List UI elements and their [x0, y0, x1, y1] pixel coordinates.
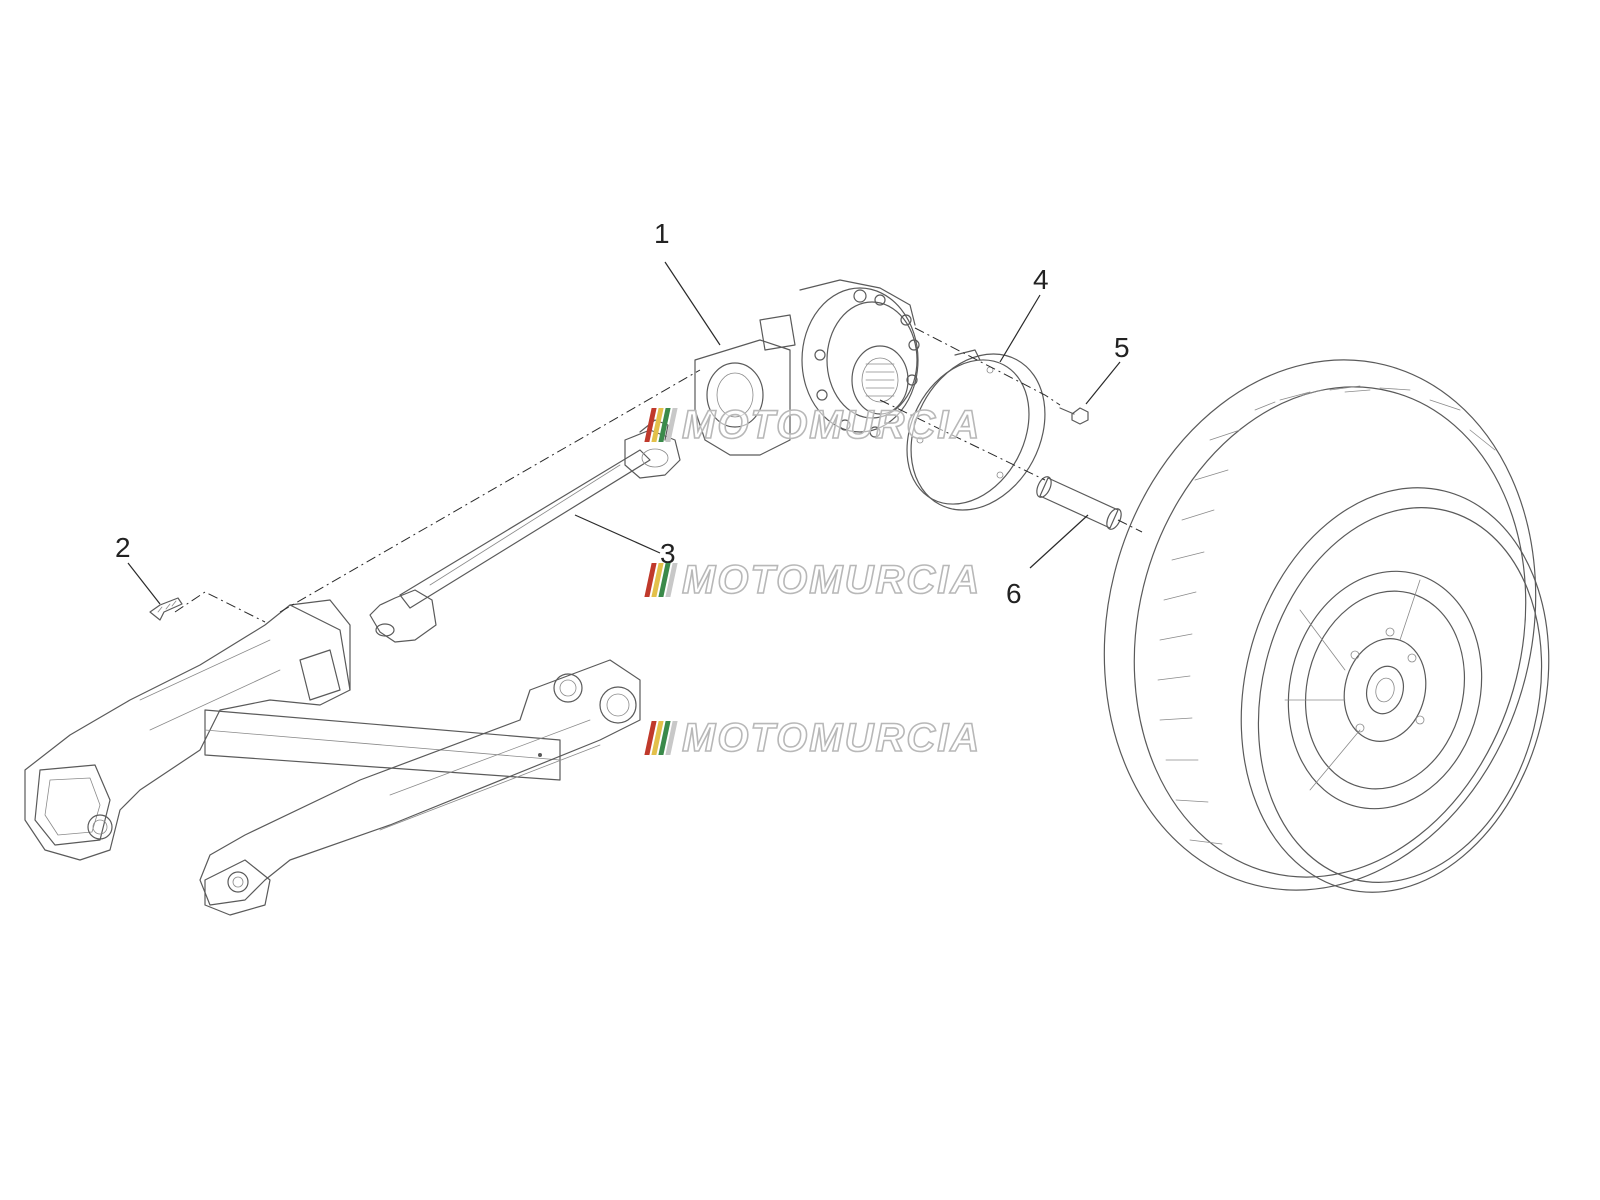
leader-3 [574, 514, 661, 554]
axis-line-spacer [879, 399, 1143, 533]
leader-4 [999, 294, 1041, 363]
cover-ring-part-4 [906, 349, 1046, 511]
final-drive-housing-part-1 [694, 279, 920, 456]
leader-1 [664, 261, 721, 346]
watermark-logo-bottom: MOTOMURCIA [644, 716, 982, 760]
leader-6 [1029, 514, 1089, 569]
spacer-part-6 [1036, 476, 1122, 530]
watermark-flag-icon [644, 721, 678, 755]
axis-line-ring [914, 327, 1061, 406]
watermark-text: MOTOMURCIA [681, 403, 982, 447]
callout-6: 6 [1006, 578, 1022, 609]
axis-line-drive [279, 369, 701, 613]
leader-2 [127, 562, 161, 605]
swingarm [24, 599, 641, 916]
watermark-flag-icon [644, 563, 678, 597]
screw-part-2 [149, 597, 183, 621]
watermark-logo-top: MOTOMURCIA [644, 403, 982, 447]
watermark-flag-icon [644, 408, 678, 442]
callout-3: 3 [660, 538, 676, 569]
drive-shaft-part-3 [369, 419, 681, 643]
watermark-text: MOTOMURCIA [681, 558, 982, 602]
callout-4: 4 [1033, 264, 1049, 295]
leader-5 [1085, 361, 1121, 405]
axis-line-swingarm [174, 591, 266, 623]
watermark-logo-middle: MOTOMURCIA [644, 558, 982, 602]
rear-wheel [1103, 359, 1550, 893]
callout-5: 5 [1114, 332, 1130, 363]
callout-1: 1 [654, 218, 670, 249]
watermark-text: MOTOMURCIA [681, 716, 982, 760]
callout-2: 2 [115, 532, 131, 563]
screw-part-5 [1059, 407, 1089, 425]
